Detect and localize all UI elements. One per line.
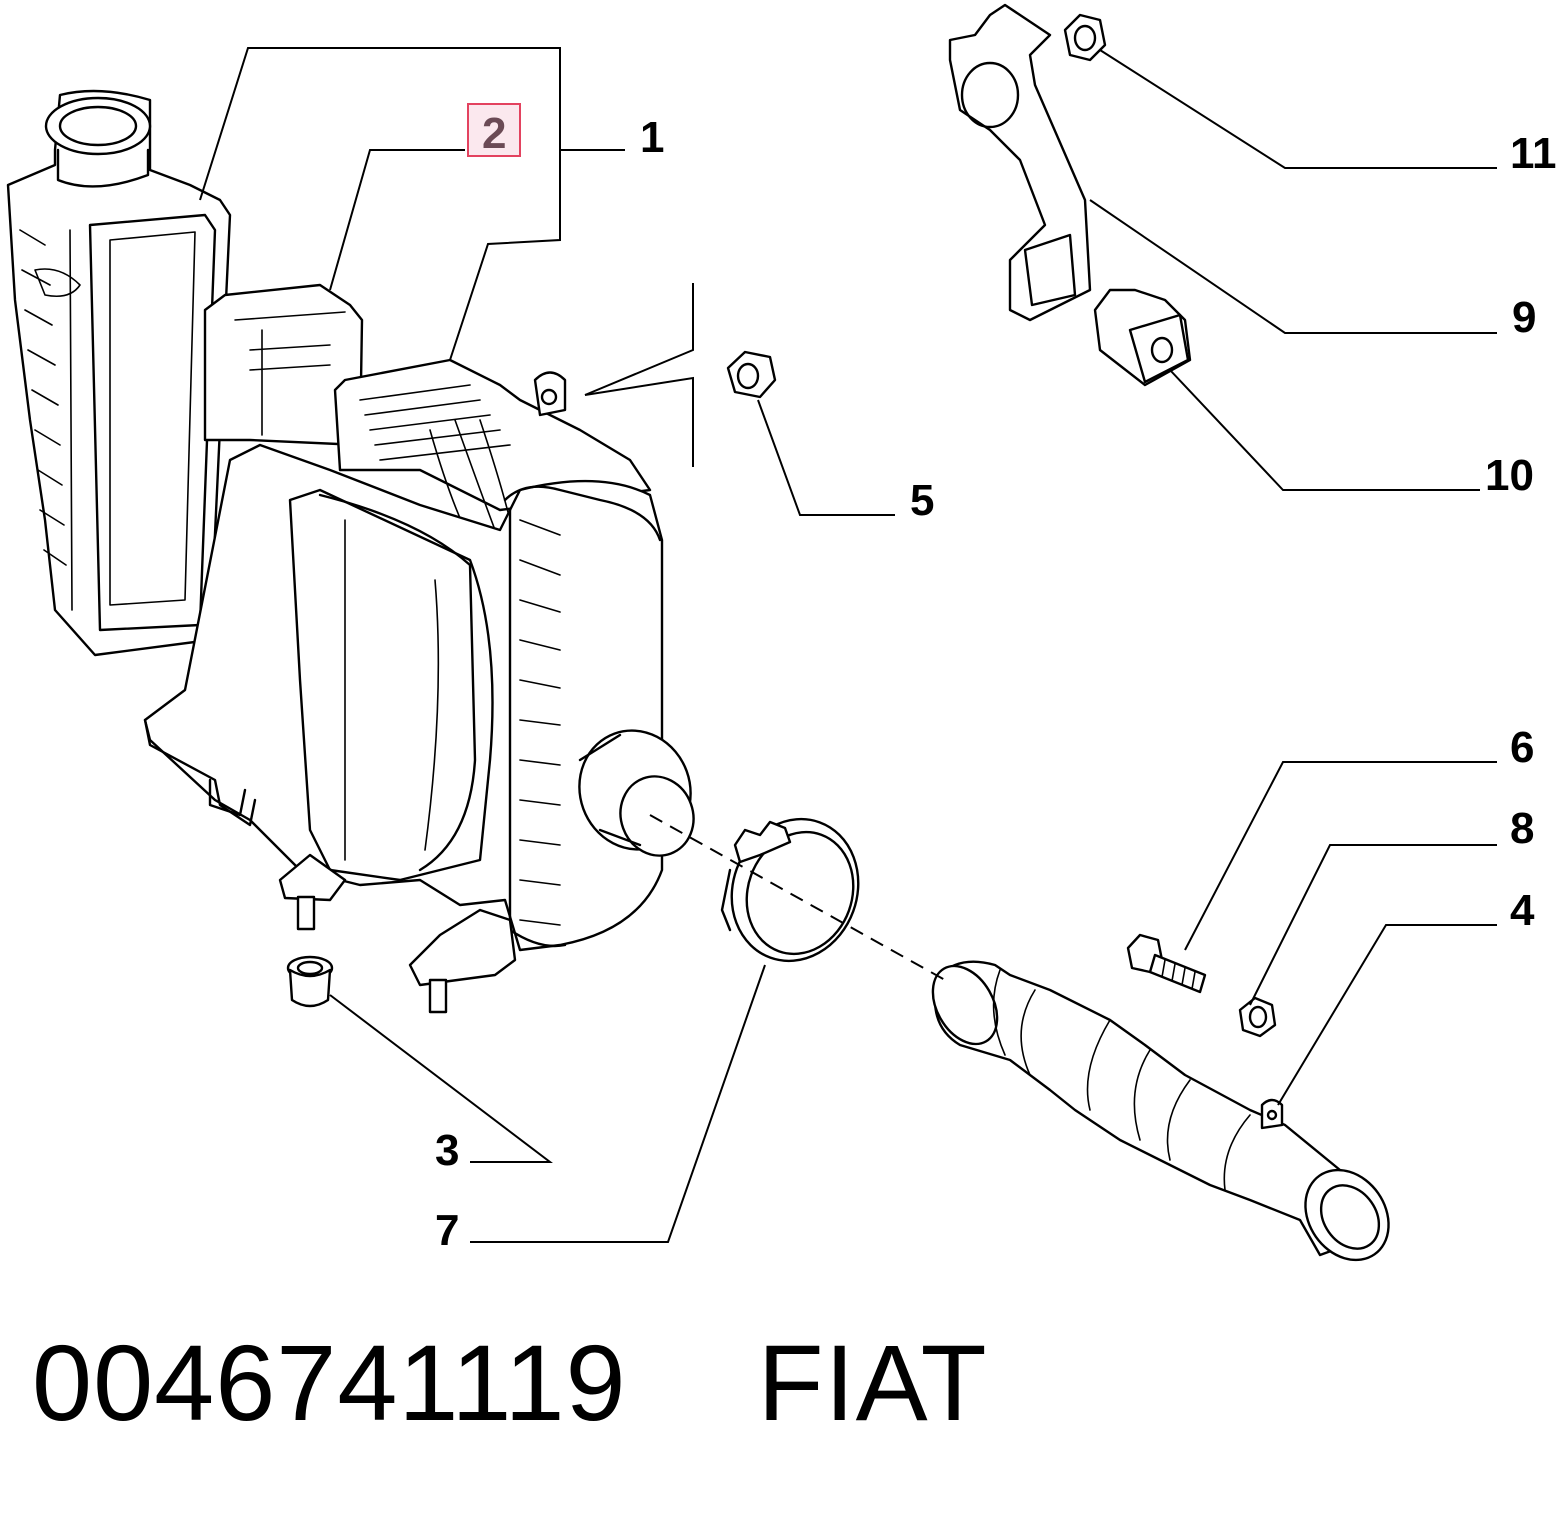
mounting-bracket <box>948 3 1092 322</box>
hose-clamp <box>720 817 860 963</box>
part-number: 0046741119 <box>32 1322 627 1443</box>
intake-hose <box>931 960 1390 1262</box>
rubber-grommet <box>286 955 334 1008</box>
callout-1: 1 <box>640 113 664 162</box>
callout-5: 5 <box>910 476 934 525</box>
bolt <box>1126 933 1207 994</box>
air-filter-housing <box>143 283 695 1014</box>
callout-4: 4 <box>1510 886 1535 935</box>
caption: 0046741119 FIAT <box>32 1320 988 1445</box>
callout-numbers: 1 2 3 4 5 6 7 8 9 10 11 <box>435 103 1557 1255</box>
callout-11: 11 <box>1510 129 1557 178</box>
nut-5 <box>726 350 777 399</box>
callout-9: 9 <box>1512 293 1536 342</box>
callout-2-highlight <box>467 103 521 157</box>
callout-6: 6 <box>1510 723 1534 772</box>
callout-2: 2 <box>482 109 506 158</box>
rubber-mount <box>1093 288 1192 387</box>
brand-name: FIAT <box>757 1322 988 1443</box>
nut-11 <box>1063 13 1107 62</box>
callout-8: 8 <box>1510 804 1534 853</box>
intake-resonator <box>6 89 232 657</box>
leader-lines <box>199 47 1497 1243</box>
callout-10: 10 <box>1485 451 1534 500</box>
nut-8 <box>1238 996 1277 1038</box>
callout-7: 7 <box>435 1206 459 1255</box>
callout-3: 3 <box>435 1126 459 1175</box>
